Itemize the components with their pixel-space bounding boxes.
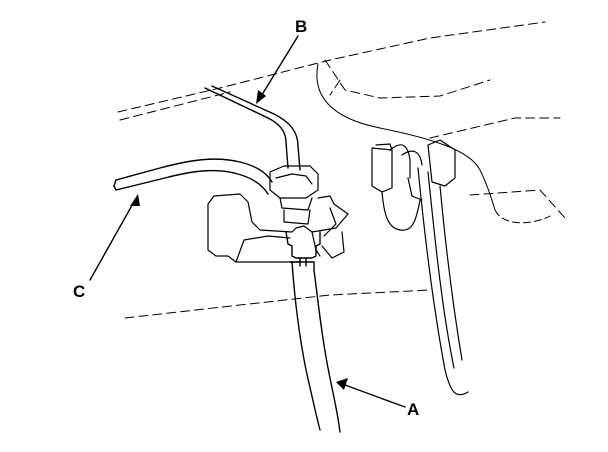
- arrowhead-b: [256, 90, 266, 104]
- mounting-bracket: [207, 193, 349, 263]
- callout-label-b: B: [295, 17, 308, 36]
- arrowhead-c: [130, 194, 140, 206]
- brake-line-b: [204, 85, 301, 171]
- sensor-connector: [371, 139, 469, 396]
- callout-label-a: A: [407, 400, 420, 419]
- background-body-contours: [117, 21, 566, 319]
- brake-line-c: [113, 158, 273, 195]
- leader-lines: [89, 35, 406, 408]
- body-contour: [316, 63, 496, 211]
- arrowhead-a: [336, 378, 348, 390]
- brake-hose-a: [285, 231, 341, 433]
- flare-nut-fitting: [269, 165, 319, 225]
- callout-label-c: C: [73, 282, 86, 301]
